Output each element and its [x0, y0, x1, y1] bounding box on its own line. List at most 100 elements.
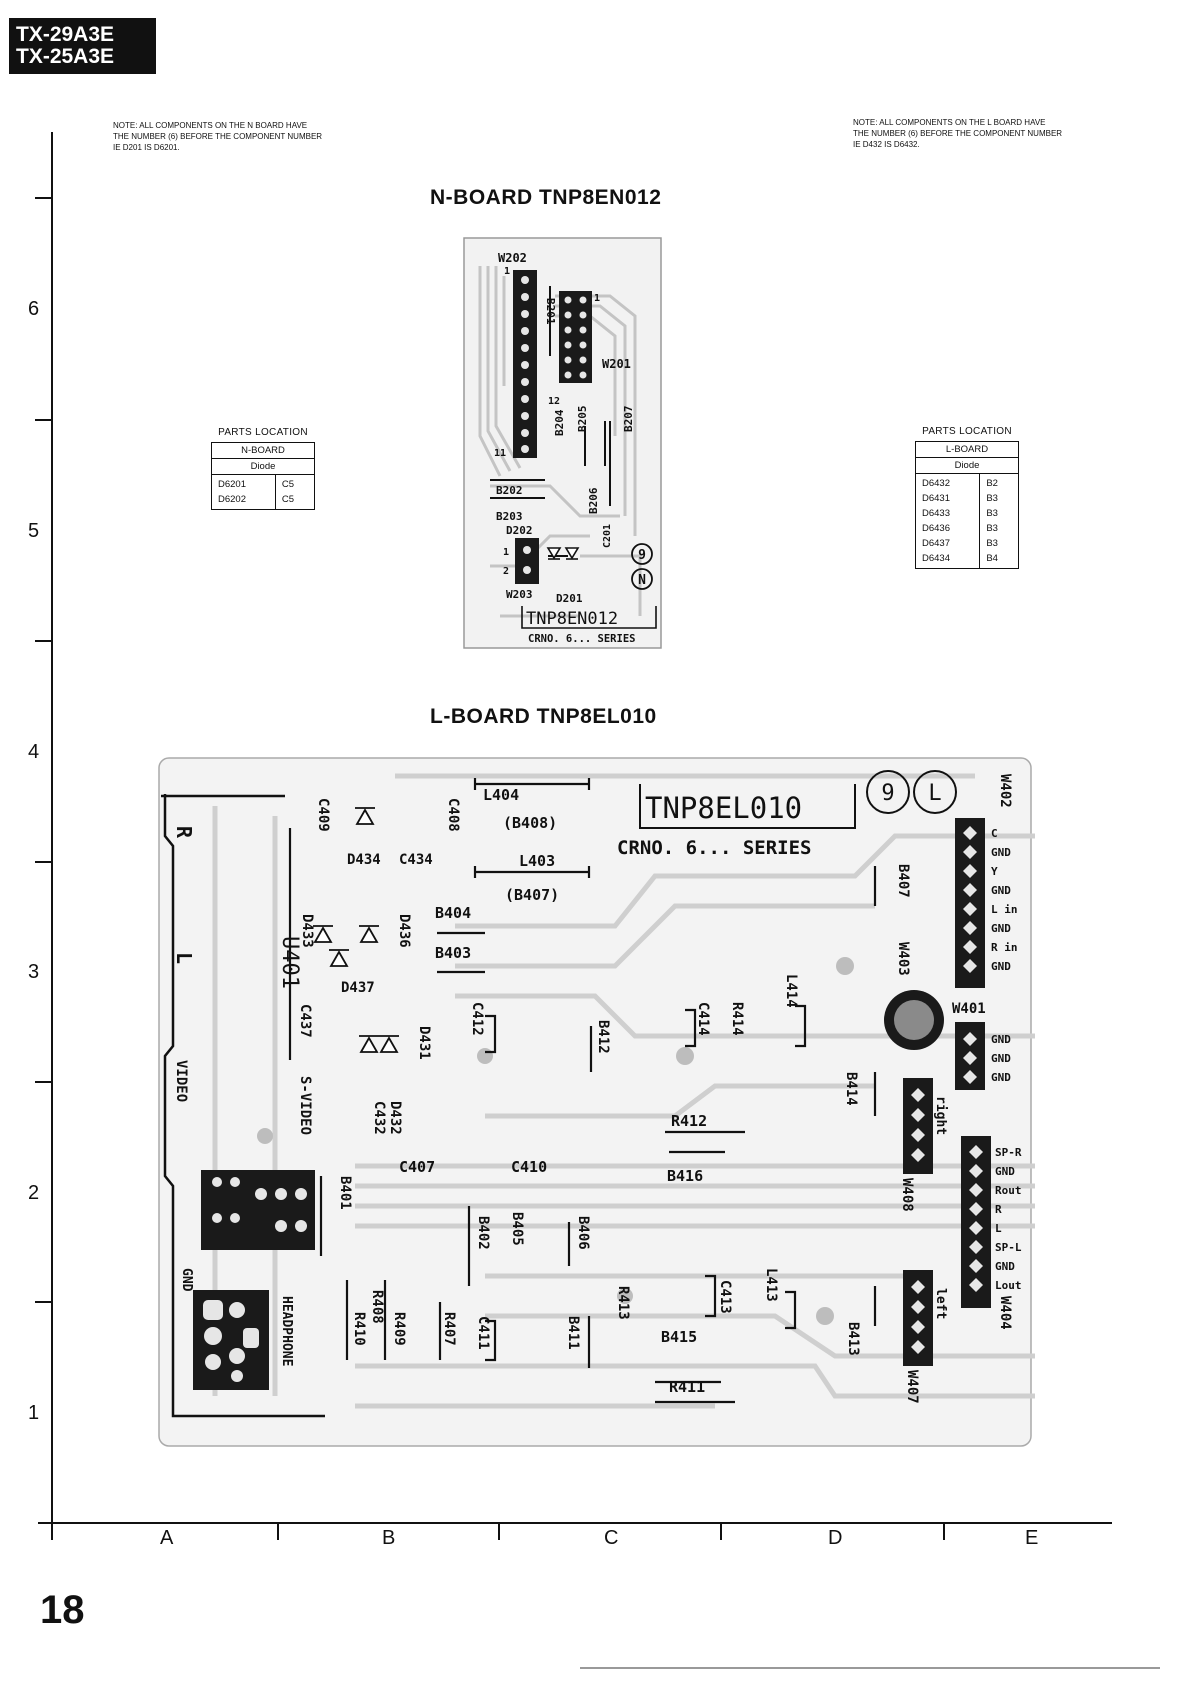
label-w201: W201	[602, 357, 631, 371]
model-name-2: TX-25A3E	[16, 45, 115, 68]
label-d201: D201	[556, 592, 583, 605]
label-c412: C412	[469, 1002, 485, 1036]
label-b206: B206	[587, 487, 600, 514]
l-board-mark-9: 9	[881, 781, 894, 806]
pin-label: 1	[504, 266, 510, 277]
pin-label: GND	[991, 1052, 1011, 1065]
parts-location-l-caption: PARTS LOCATION	[922, 426, 1012, 437]
label-r412: R412	[671, 1112, 707, 1130]
label-w402: W402	[997, 774, 1013, 808]
part-ref: D6432	[914, 473, 981, 491]
n-board-traces	[478, 266, 642, 618]
w202-pins	[521, 276, 529, 453]
label-b405: B405	[509, 1212, 525, 1246]
label-d437: D437	[341, 980, 375, 996]
parts-table-n-board: N-BOARD	[211, 442, 315, 459]
label-jack-r: R	[172, 826, 196, 839]
label-r413: R413	[615, 1286, 631, 1320]
part-ref: D6431	[914, 491, 981, 506]
jack-outline	[163, 794, 325, 1418]
label-d431: D431	[416, 1026, 432, 1060]
pin-label: L	[995, 1222, 1002, 1235]
n-board-jumpers	[490, 286, 611, 557]
l-board-pcb: 9 L TNP8EL010 CRNO. 6... SERIES L404 (B4…	[158, 757, 1035, 1447]
l-board-note: NOTE: ALL COMPONENTS ON THE L BOARD HAVE…	[853, 118, 1063, 149]
pin-label: R in	[991, 941, 1018, 954]
label-b203: B203	[496, 510, 523, 523]
n-board-diodes	[546, 547, 580, 560]
pin-label: SP-L	[995, 1241, 1022, 1254]
label-c410: C410	[511, 1158, 547, 1176]
pin-label: C	[991, 827, 998, 840]
label-b414: B414	[843, 1072, 859, 1106]
label-b415: B415	[661, 1328, 697, 1346]
label-b407: B407	[895, 864, 911, 898]
label-d433: D433	[299, 914, 315, 948]
label-r407: R407	[441, 1312, 457, 1346]
parts-table-l-board: L-BOARD	[915, 441, 1019, 458]
label-b204: B204	[553, 409, 566, 436]
pin-label: L in	[991, 903, 1018, 916]
label-b207: B207	[622, 406, 635, 433]
label-b404: B404	[435, 904, 471, 922]
n-board-note: NOTE: ALL COMPONENTS ON THE N BOARD HAVE…	[113, 121, 323, 152]
label-w404: W404	[997, 1296, 1013, 1330]
label-w408: W408	[899, 1178, 915, 1212]
l-board-pcb-text: TNP8EL010	[645, 791, 802, 825]
w203-connector	[515, 538, 539, 584]
grid-row-label-3: 3	[28, 961, 40, 983]
label-left: left	[933, 1288, 948, 1319]
label-b407-paren: (B407)	[505, 886, 559, 904]
label-right: right	[933, 1096, 948, 1135]
w201-pins	[564, 296, 587, 379]
mounting-holes	[257, 957, 854, 1325]
n-board-series-text: CRNO. 6... SERIES	[528, 633, 635, 645]
n-board-pcb-text: TNP8EN012	[526, 609, 618, 629]
pin-label: GND	[991, 846, 1011, 859]
pin-label: Lout	[995, 1279, 1022, 1292]
label-c434: C434	[399, 852, 433, 868]
pin-label: GND	[991, 922, 1011, 935]
label-b201: B201	[544, 298, 557, 325]
label-c414: C414	[695, 1002, 711, 1036]
part-loc: B3	[979, 506, 1019, 521]
label-b406: B406	[575, 1216, 591, 1250]
label-b402: B402	[475, 1216, 491, 1250]
parts-location-n: PARTS LOCATION N-BOARD Diode D6201 C5 D6…	[211, 427, 316, 510]
parts-table-n: N-BOARD Diode D6201 C5 D6202 C5	[211, 442, 316, 510]
pin-label: 1	[594, 293, 600, 304]
model-badge: TX-29A3E TX-25A3E	[9, 18, 156, 74]
label-c413: C413	[717, 1280, 733, 1314]
pin-label: Y	[991, 865, 998, 878]
label-w203: W203	[506, 588, 533, 601]
grid-col-label-c: C	[604, 1527, 619, 1549]
part-ref: D6436	[914, 521, 981, 536]
part-ref: D6437	[914, 536, 981, 551]
table-row: D6201 C5	[211, 474, 316, 492]
label-w407: W407	[904, 1370, 920, 1404]
part-loc: B3	[979, 536, 1019, 551]
l-board-series-text: CRNO. 6... SERIES	[617, 837, 811, 859]
label-w202: W202	[498, 251, 527, 265]
label-c201: C201	[602, 524, 613, 548]
grid-row-label-6: 6	[28, 298, 40, 320]
grid-col-label-a: A	[160, 1527, 174, 1549]
part-loc: C5	[274, 492, 316, 510]
label-w401: W401	[952, 1001, 986, 1017]
label-b413: B413	[845, 1322, 861, 1356]
label-b202: B202	[496, 484, 523, 497]
part-ref: D6202	[211, 492, 276, 510]
label-b411: B411	[565, 1316, 581, 1350]
pin-label: GND	[995, 1165, 1015, 1178]
label-c407: C407	[399, 1158, 435, 1176]
w201-connector	[559, 291, 592, 383]
label-l413: L413	[763, 1268, 779, 1302]
label-headphone: HEADPHONE	[279, 1296, 294, 1366]
label-l403: L403	[519, 852, 555, 870]
label-b412: B412	[595, 1020, 611, 1054]
